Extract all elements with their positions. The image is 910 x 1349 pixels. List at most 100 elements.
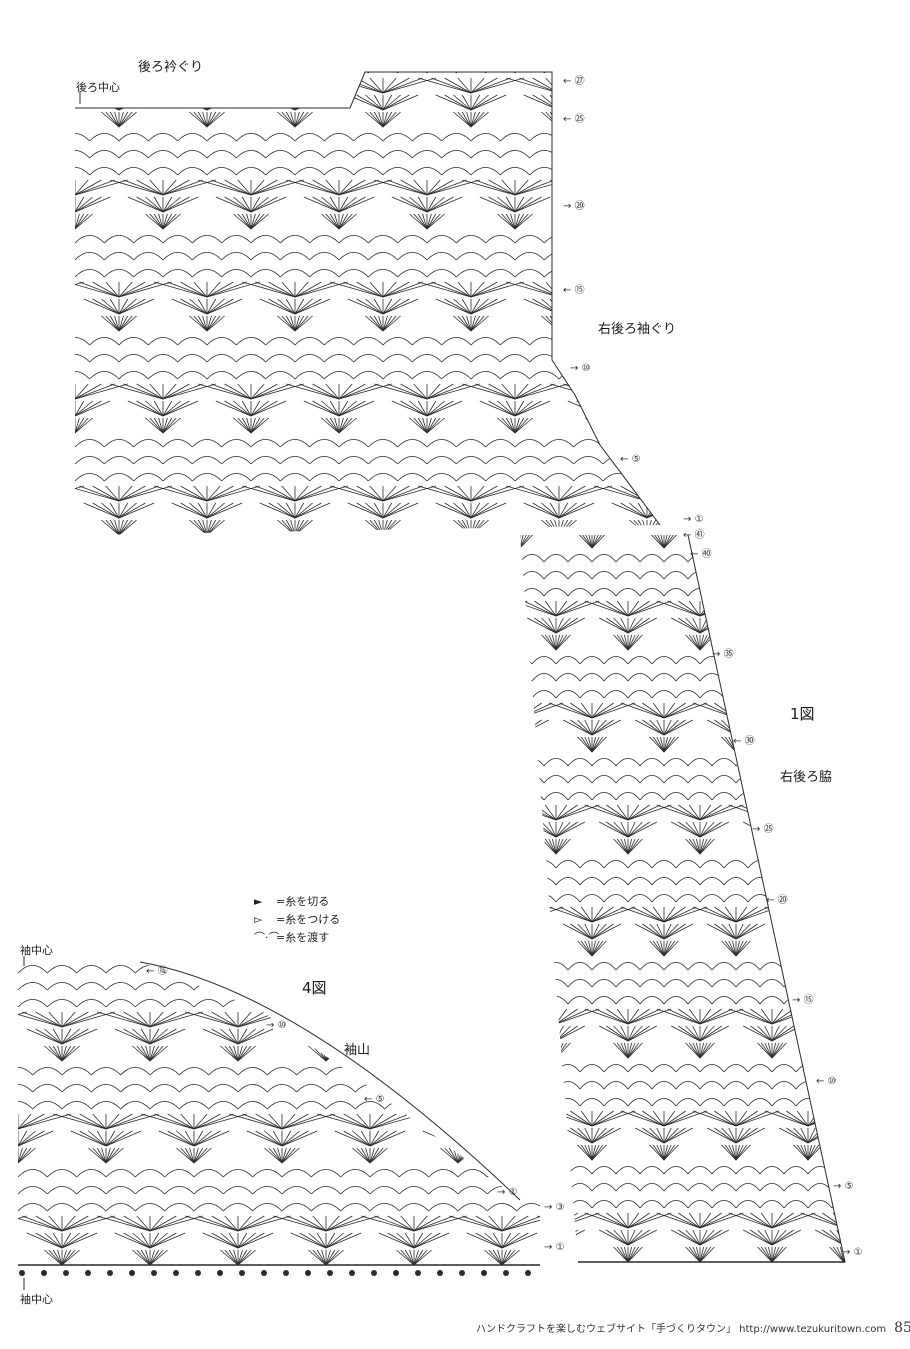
stitch-stroke <box>527 821 557 838</box>
stitch-stroke <box>555 617 564 634</box>
chain-loop <box>675 1063 701 1073</box>
stitch-stroke <box>123 1011 151 1028</box>
stitch-stroke <box>807 923 837 940</box>
chain-loop <box>208 1066 239 1076</box>
chain-loop <box>602 268 633 278</box>
chain-loop <box>795 876 821 886</box>
chain-loop <box>148 336 178 346</box>
chain-loop <box>699 1097 725 1107</box>
stitch-stroke <box>382 111 401 128</box>
stitch-stroke <box>92 1113 107 1130</box>
chain-loop <box>639 1165 665 1175</box>
stitch-stroke <box>369 1130 397 1147</box>
stitch-stroke <box>771 634 787 651</box>
stitch-stroke <box>692 838 701 855</box>
stitch-stroke <box>858 703 880 718</box>
stitch-stroke <box>665 384 691 399</box>
stitch-stroke <box>663 1127 693 1144</box>
stitch-stroke <box>373 111 384 128</box>
stitch-stroke <box>140 1028 151 1045</box>
stitch-stroke <box>732 1144 737 1161</box>
stitch-stroke <box>162 417 168 434</box>
chain-loop <box>691 252 720 260</box>
stitch-stroke <box>391 196 428 213</box>
stitch-stroke <box>520 736 521 753</box>
stitch-stroke <box>829 634 845 651</box>
stitch-stroke <box>663 719 686 736</box>
stitch-stroke <box>382 94 410 111</box>
stitch-stroke <box>149 1045 155 1062</box>
stitch-stroke <box>563 719 593 736</box>
stitch-stroke <box>206 77 221 94</box>
stitch-stroke <box>206 111 225 128</box>
stitch-stroke <box>462 1026 484 1041</box>
chain-loop <box>281 1185 312 1195</box>
stitch-stroke <box>497 1045 503 1062</box>
chain-loop <box>750 65 779 73</box>
stitch-stroke <box>514 179 568 196</box>
stitch-stroke <box>629 94 648 111</box>
stitch-stroke <box>836 702 845 719</box>
stitch-stroke <box>699 838 715 855</box>
chain-loop <box>750 269 779 277</box>
chain-loop <box>639 961 665 971</box>
stitch-stroke <box>768 634 773 651</box>
stitch-stroke <box>520 719 528 736</box>
stitch-stroke <box>804 1144 809 1161</box>
chain-loop <box>639 1182 665 1192</box>
stitch-stroke <box>576 400 604 417</box>
chain-loop <box>856 571 880 579</box>
chain-loop <box>807 757 833 767</box>
chain-loop <box>162 234 193 244</box>
chain-loop <box>529 336 560 346</box>
stitch-stroke <box>237 1028 265 1045</box>
chain-loop <box>324 149 354 159</box>
stitch-stroke <box>519 485 560 502</box>
stitch-stroke <box>294 519 300 535</box>
stitch-stroke <box>577 1144 593 1161</box>
stitch-stroke <box>462 618 484 633</box>
stitch-stroke <box>444 502 472 519</box>
chain-loop <box>484 673 508 681</box>
stitch-stroke <box>520 719 542 736</box>
chain-loop <box>428 981 459 991</box>
stitch-stroke <box>413 1249 419 1265</box>
chain-loop <box>603 689 629 699</box>
stitch-stroke <box>75 383 76 400</box>
chain-loop <box>904 1166 910 1174</box>
chain-loop <box>615 1199 641 1209</box>
chain-loop <box>520 1097 533 1107</box>
stitch-stroke <box>484 1249 503 1265</box>
stitch-stroke <box>441 1213 484 1228</box>
stitch-stroke <box>627 1212 640 1229</box>
stitch-stroke <box>880 1111 910 1126</box>
chain-loop <box>529 166 560 176</box>
stitch-stroke <box>796 1110 809 1127</box>
stitch-stroke <box>197 502 208 519</box>
stitch-stroke <box>832 634 845 651</box>
stitch-stroke <box>461 502 472 519</box>
stitch-stroke <box>325 1249 336 1265</box>
stitch-stroke <box>732 535 737 549</box>
stitch-stroke <box>563 1127 593 1144</box>
stitch-stroke <box>206 519 212 535</box>
stitch-stroke <box>520 1110 564 1127</box>
stitch-stroke <box>387 1232 415 1249</box>
chain-loop <box>75 336 90 346</box>
stitch-stroke <box>804 940 809 957</box>
chain-loop <box>892 860 910 868</box>
chain-loop <box>567 1182 593 1192</box>
chain-loop <box>543 978 569 988</box>
stitch-stroke <box>31 78 57 93</box>
stitch-stroke <box>145 400 164 417</box>
stitch-stroke <box>735 702 758 719</box>
stitch-stroke <box>312 1011 327 1028</box>
chain-loop <box>619 1067 648 1075</box>
stitch-stroke <box>369 1147 384 1164</box>
stitch-stroke <box>629 298 648 315</box>
stitch-stroke <box>595 804 629 821</box>
stitch-stroke <box>822 1008 845 1025</box>
stitch-stroke <box>544 838 557 855</box>
stitch-stroke <box>382 485 436 502</box>
chain-loop <box>105 964 136 974</box>
